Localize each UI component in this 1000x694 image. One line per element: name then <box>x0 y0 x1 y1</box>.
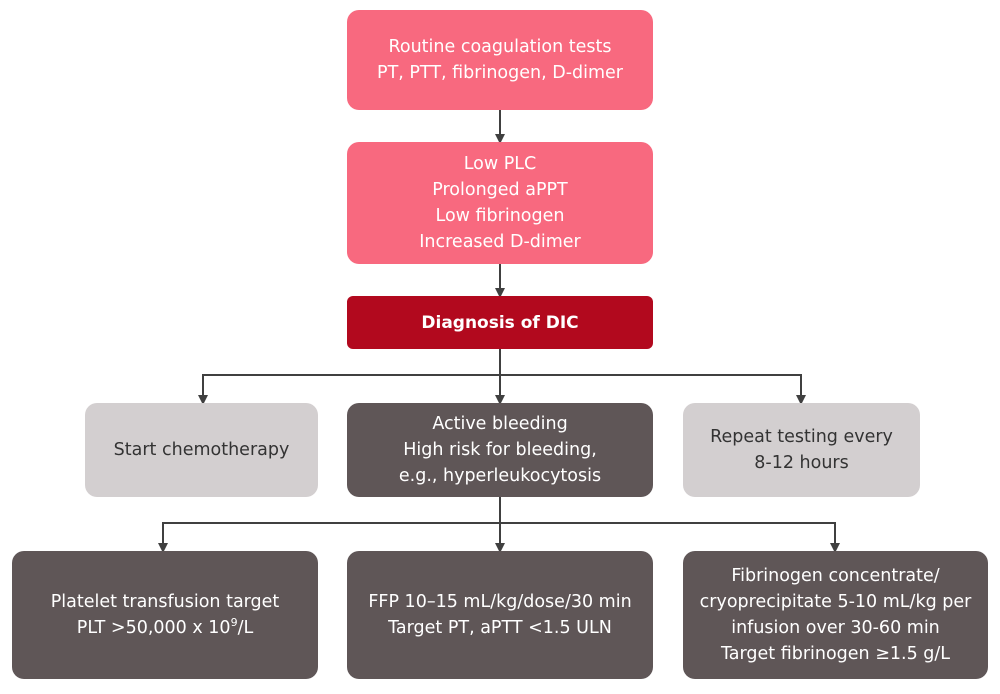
repeat-testing-box: Repeat testing every 8-12 hours <box>683 403 920 497</box>
start-chemotherapy-box: Start chemotherapy <box>85 403 318 497</box>
repeat-testing-line: 8-12 hours <box>754 453 849 473</box>
active-bleeding-box: Active bleeding High risk for bleeding, … <box>347 403 653 497</box>
active-bleeding-line: High risk for bleeding, <box>403 440 597 460</box>
routine-tests-line: PT, PTT, fibrinogen, D-dimer <box>377 63 623 83</box>
fibrinogen-line: Fibrinogen concentrate/ <box>731 566 940 586</box>
fibrinogen-line: Target fibrinogen ≥1.5 g/L <box>720 644 951 664</box>
ffp-box: FFP 10–15 mL/kg/dose/30 min Target PT, a… <box>347 551 653 679</box>
active-bleeding-line: Active bleeding <box>432 414 568 434</box>
lab-findings-box: Low PLC Prolonged aPPT Low fibrinogen In… <box>347 142 653 264</box>
platelet-target-line: PLT >50,000 x 109/L <box>77 615 253 641</box>
lab-finding-line: Increased D-dimer <box>419 232 581 252</box>
platelet-target-text: PLT >50,000 x 10 <box>76 618 231 638</box>
diagnosis-box: Diagnosis of DIC <box>347 296 653 349</box>
platelet-target-unit: /L <box>237 618 254 638</box>
diagnosis-label: Diagnosis of DIC <box>421 312 579 333</box>
ffp-line: FFP 10–15 mL/kg/dose/30 min <box>368 592 632 612</box>
connector-branch-bottom <box>162 522 836 548</box>
platelet-transfusion-line: Platelet transfusion target <box>50 592 280 612</box>
fibrinogen-box: Fibrinogen concentrate/ cryoprecipitate … <box>683 551 988 679</box>
active-bleeding-line: e.g., hyperleukocytosis <box>398 466 602 486</box>
platelet-transfusion-box: Platelet transfusion target PLT >50,000 … <box>12 551 318 679</box>
platelet-target-exponent: 9 <box>230 616 238 630</box>
fibrinogen-line: infusion over 30-60 min <box>731 618 940 638</box>
start-chemotherapy-label: Start chemotherapy <box>113 440 290 460</box>
routine-tests-line: Routine coagulation tests <box>388 37 612 57</box>
repeat-testing-line: Repeat testing every <box>710 427 893 447</box>
ffp-line: Target PT, aPTT <1.5 ULN <box>388 618 612 638</box>
lab-finding-line: Low fibrinogen <box>435 206 565 226</box>
routine-tests-box: Routine coagulation tests PT, PTT, fibri… <box>347 10 653 110</box>
fibrinogen-line: cryoprecipitate 5-10 mL/kg per <box>699 592 972 612</box>
lab-finding-line: Prolonged aPPT <box>432 180 568 200</box>
connector-branch-top <box>202 374 802 400</box>
lab-finding-line: Low PLC <box>463 154 537 174</box>
